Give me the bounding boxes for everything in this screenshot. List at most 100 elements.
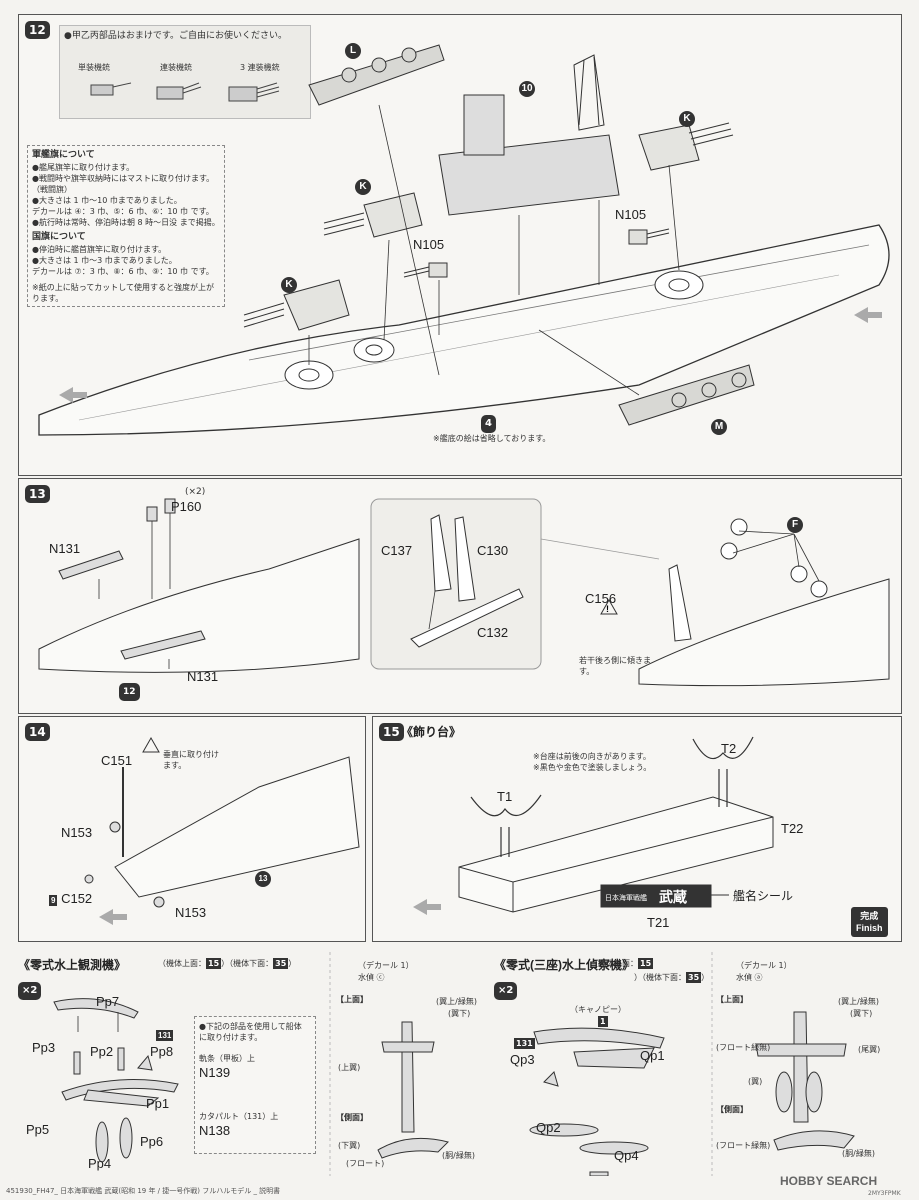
mount-parts-box: ●下記の部品を使用して船体に取り付けます。 軌条（甲板）上 N139 カタパルト… [194, 1016, 316, 1154]
rail-label: 軌条（甲板）上 [199, 1054, 255, 1063]
brand-logo: HOBBY SEARCH [780, 1174, 878, 1188]
callout: (翼下) [448, 1009, 471, 1018]
ref-text: ） [288, 959, 297, 968]
step15-panel: 15 《飾り台》 ※台座は前後の向きがあります。 ※黒色や金色で塗装しましょう。… [372, 716, 902, 942]
step-ref-131: 131 [514, 1038, 535, 1049]
ref-text: （機体上面： [158, 959, 206, 968]
nameplate-sub: 日本海軍戦艦 [605, 894, 647, 902]
view-label-side: 【側面】 [716, 1105, 748, 1114]
paper-note: ※紙の上に貼ってカットして使用すると強度が上がります。 [32, 283, 215, 303]
jack-title: 国旗について [32, 232, 86, 242]
canopy-label: （キャノピー） [570, 1005, 626, 1014]
step-ref-131: 131 [156, 1030, 174, 1041]
bonus-item-label: 3 連装機銃 [240, 63, 280, 72]
part-label-c130: C130 [477, 543, 509, 558]
part-label-t21: T21 [647, 915, 670, 930]
step13-drawing: ! [38, 498, 890, 687]
part-label-n153: N153 [61, 825, 93, 840]
part-label-qp3: Qp3 [510, 1052, 535, 1067]
callout: (上翼) [338, 1063, 361, 1072]
step-number: 14 [25, 723, 50, 741]
part-label-t2: T2 [721, 741, 737, 756]
part-label-qp1: Qp1 [640, 1048, 665, 1063]
step-number: 13 [25, 485, 50, 503]
part-label-c156: C156 [585, 591, 617, 606]
quantity-badge: ×2 [494, 982, 518, 1000]
mount-note: ●下記の部品を使用して船体に取り付けます。 [199, 1022, 302, 1042]
ref-text: ）（機体下面： [634, 973, 686, 982]
decal-label: （デカール 1） [358, 961, 414, 970]
part-label-n131: N131 [49, 541, 81, 556]
step14-drawing [84, 736, 360, 925]
part-label-c151: C151 [101, 753, 133, 768]
flag-line: ●戦闘時や旗竿収納時にはマストに取り付けます。 [32, 174, 215, 183]
ref-num: 35 [686, 972, 702, 983]
part-label-pp2: Pp2 [90, 1044, 114, 1059]
view-label-top: 【上面】 [716, 995, 748, 1004]
tilt-warning: 若干後ろ側に傾きます。 [579, 656, 651, 676]
part-label-c152-text: C152 [61, 891, 93, 906]
quantity-label: (×2) [185, 487, 206, 497]
plane2-ref: （機体上面：15 [590, 958, 654, 969]
step12-drawing [38, 44, 890, 436]
plane2-section: 《零式(三座)水上偵察機》 （機体上面：15 ）（機体下面：35） ×2 （キャ… [494, 952, 902, 1176]
step14-panel: 14 C151 垂直に取り付けます。 N153 N153 9 C152 13 [18, 716, 366, 942]
view-label-top: 【上面】 [336, 995, 368, 1004]
step-ref-12: 12 [119, 683, 140, 701]
decal-sub: 水偵 ⓒ [358, 973, 385, 982]
flag-line: ●大きさは 1 巾〜10 巾までありました。 [32, 196, 182, 205]
callout: (胴/緑無) [842, 1149, 875, 1158]
ref-num: 15 [638, 958, 654, 969]
step-number: 12 [25, 21, 50, 39]
ref-num: 15 [206, 958, 222, 969]
step-ref-13: 13 [255, 871, 271, 887]
part-label-pp7: Pp7 [96, 994, 120, 1009]
flag-line: ●艦尾旗竿に取り付けます。 [32, 163, 135, 172]
part-label-n105: N105 [615, 207, 647, 222]
callout: (翼上/緑無) [838, 997, 879, 1006]
jack-line: ●大きさは 1 巾〜3 巾までありました。 [32, 256, 177, 265]
jack-line: デカールは ⑦：3 巾、⑧：6 巾、⑨：10 巾 です。 [32, 267, 214, 276]
part-label-pp8: 131 Pp8 [150, 1030, 174, 1059]
part-label-pp1: Pp1 [146, 1096, 170, 1111]
plane2-title: 《零式(三座)水上偵察機》 [494, 958, 634, 972]
hull-bottom-note: ※艦底の絵は省略しております。 [433, 434, 551, 443]
nameplate-label: 艦名シール [733, 889, 794, 903]
part-label-c152: 9 C152 [49, 891, 92, 906]
ref-text: ）（機体下面： [221, 959, 274, 968]
plane2-drawing [529, 952, 855, 1176]
part-label-qp2: Qp2 [536, 1120, 561, 1135]
bonus-item-label: 連装機銃 [160, 63, 192, 72]
step-ref-9: 9 [49, 895, 58, 906]
part-ref-K: K [679, 111, 695, 127]
part-ref-F: F [787, 517, 803, 533]
part-label-pp3: Pp3 [32, 1040, 56, 1055]
finish-jp: 完成 [860, 911, 879, 921]
part-label-pp4: Pp4 [88, 1156, 112, 1171]
step15-drawing [413, 736, 774, 915]
quantity-badge: ×2 [18, 982, 42, 1000]
callout: (翼) [748, 1077, 763, 1086]
part-label-pp5: Pp5 [26, 1122, 50, 1137]
step-ref-1: 1 [598, 1016, 608, 1027]
part-ref-L: L [345, 43, 361, 59]
ref-text: （機体上面： [590, 959, 638, 968]
callout: (尾翼) [858, 1045, 881, 1054]
catapult-label: カタパルト（131）上 [199, 1112, 279, 1121]
part-ref-M: M [711, 419, 727, 435]
decal-sub: 水偵 ⓐ [736, 973, 763, 982]
stand-note: ※台座は前後の向きがあります。 [533, 752, 651, 761]
step12-panel: 12 ●甲乙丙部品はおまけです。ご自由にお使いください。 単装機銃 連装機銃 3… [18, 14, 902, 476]
footer-code: 2MY3FPMK [868, 1190, 901, 1197]
part-label-p160: P160 [171, 499, 202, 514]
callout: (翼上/緑無) [436, 997, 477, 1006]
nameplate-text: 武蔵 [659, 891, 687, 906]
bonus-note-text: ●甲乙丙部品はおまけです。ご自由にお使いください。 [64, 31, 287, 41]
flag-line: （戦闘旗） [32, 185, 72, 194]
part-label-n138: N138 [199, 1123, 231, 1138]
pp8-text: Pp8 [150, 1044, 174, 1059]
svg-text:!: ! [606, 604, 609, 614]
callout: (翼下) [850, 1009, 873, 1018]
part-label-n153: N153 [175, 905, 207, 920]
plane1-title: 《零式水上観測機》 [18, 958, 127, 972]
